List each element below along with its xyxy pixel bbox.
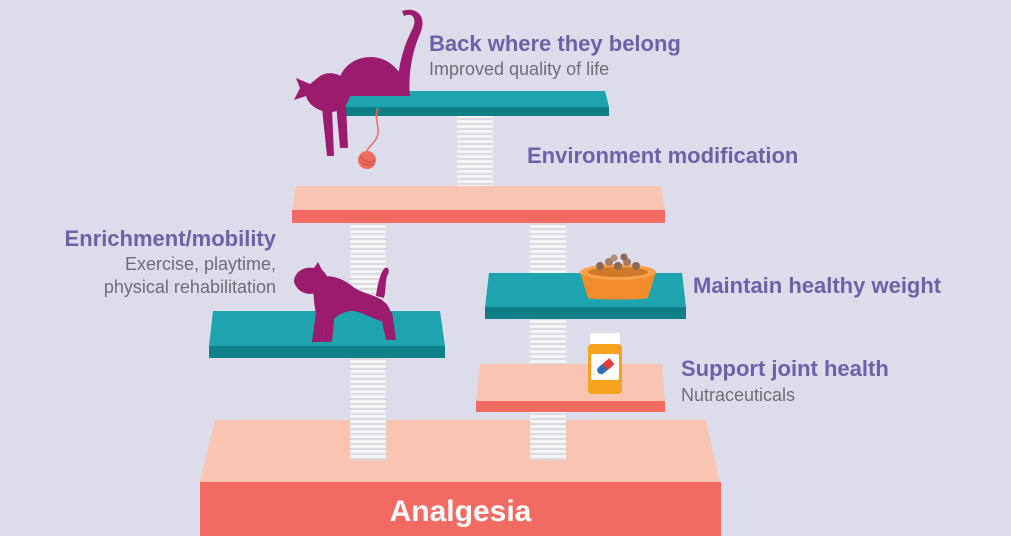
pill-bottle-icon <box>588 333 622 394</box>
back-where-subtitle: Improved quality of life <box>429 58 609 80</box>
food-bowl-icon <box>580 254 656 300</box>
joint-subtitle: Nutraceuticals <box>681 384 795 406</box>
post-right-lower <box>530 411 566 460</box>
shelf-upper-peach <box>292 186 665 223</box>
cat-sitting-icon <box>294 10 423 156</box>
shelf-right-peach <box>476 364 665 412</box>
post-right-upper <box>530 223 566 273</box>
yarn-ball-icon <box>358 108 378 169</box>
post-right-middle <box>530 318 566 366</box>
analgesia-label: Analgesia <box>200 494 721 530</box>
weight-title: Maintain healthy weight <box>693 273 941 299</box>
joint-title: Support joint health <box>681 356 889 382</box>
back-where-title: Back where they belong <box>429 31 681 57</box>
environment-title: Environment modification <box>527 143 798 169</box>
enrichment-subtitle-line1: Exercise, playtime, <box>10 253 276 275</box>
enrichment-title: Enrichment/mobility <box>10 226 276 252</box>
post-left-lower <box>350 357 386 460</box>
enrichment-subtitle-line2: physical rehabilitation <box>10 276 276 298</box>
post-top <box>457 116 493 188</box>
